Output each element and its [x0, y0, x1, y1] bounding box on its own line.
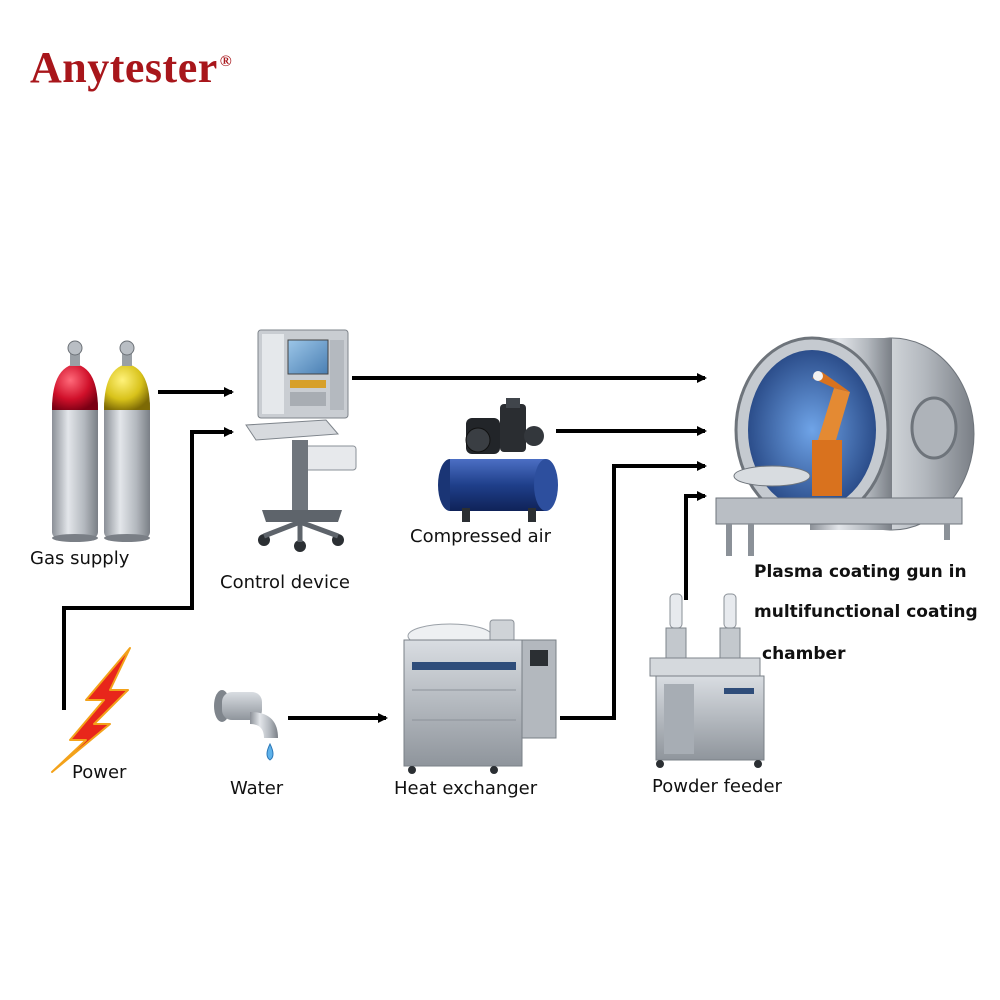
heat-exchanger-label: Heat exchanger	[394, 778, 538, 799]
gas-supply-label: Gas supply	[30, 548, 130, 569]
compressor-image	[438, 398, 558, 522]
control-device-label: Control device	[220, 572, 350, 593]
brand-logo: Anytester®	[30, 42, 232, 93]
control-device-image	[245, 329, 357, 552]
powder-feeder-label: Powder feeder	[652, 776, 782, 797]
powder-feeder-image	[649, 593, 765, 768]
registered-mark: ®	[219, 53, 233, 71]
arrow-powder-to-chamber	[684, 491, 707, 600]
gas-cylinders-image	[52, 340, 150, 542]
water-label: Water	[230, 778, 284, 799]
chamber-label-line-2: multifunctional coating	[754, 602, 978, 622]
heat-exchanger-image	[403, 619, 557, 774]
water-tap-icon	[214, 690, 278, 761]
power-label: Power	[72, 762, 127, 783]
lightning-bolt-icon	[51, 647, 131, 773]
arrow-heat-to-chamber	[560, 461, 707, 720]
connection-arrows	[62, 373, 707, 723]
coating-chamber-image	[715, 336, 975, 556]
brand-name: Anytester	[30, 43, 218, 92]
compressed-air-label: Compressed air	[410, 526, 552, 547]
arrow-power-to-control	[62, 427, 234, 710]
chamber-label-line-1: Plasma coating gun in	[754, 562, 967, 582]
chamber-label-line-3: chamber	[762, 644, 846, 664]
